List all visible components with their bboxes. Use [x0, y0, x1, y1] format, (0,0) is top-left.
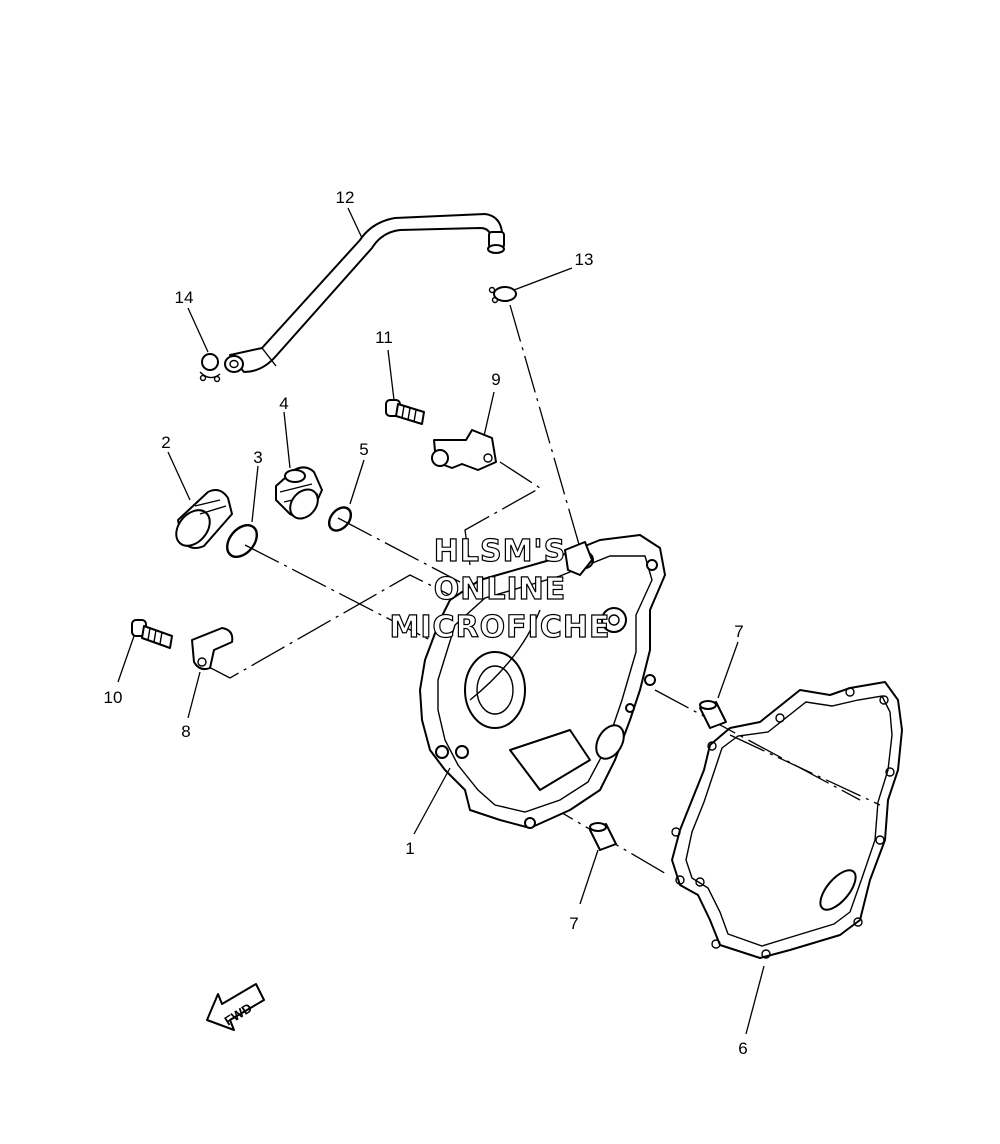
- leader-lines: [117, 207, 765, 1035]
- callout-4: 4: [279, 394, 288, 413]
- callout-5: 5: [359, 440, 368, 459]
- crankcase-cover: [419, 534, 666, 829]
- hose-clip-right: [488, 286, 517, 304]
- callout-numbers: 1 2 3 4 5 6 7 7 8 9 10 11 12 13 14: [104, 188, 748, 1058]
- bolt-upper: [385, 399, 425, 425]
- watermark-line-2: ONLINE: [434, 572, 567, 607]
- plug: [275, 466, 323, 520]
- callout-9: 9: [491, 370, 500, 389]
- fwd-arrow-icon: FWD: [206, 983, 265, 1031]
- dowel-pin-lower: [589, 822, 617, 851]
- watermark: HLSM'S ONLINE MICROFICHE: [389, 533, 611, 645]
- callout-10: 10: [104, 688, 123, 707]
- o-ring-large: [226, 524, 258, 558]
- filler-plug: [175, 489, 233, 549]
- breather-hose: [224, 213, 505, 373]
- callout-1: 1: [405, 839, 414, 858]
- watermark-line-1: HLSM'S: [434, 534, 566, 569]
- bolt-lower: [131, 619, 173, 649]
- o-ring-small: [327, 506, 353, 532]
- callout-14: 14: [175, 288, 194, 307]
- callout-7-upper: 7: [734, 622, 743, 641]
- hose-bracket: [431, 429, 497, 471]
- callout-8: 8: [181, 722, 190, 741]
- callout-3: 3: [253, 448, 262, 467]
- callout-7-lower: 7: [569, 914, 578, 933]
- callout-13: 13: [575, 250, 594, 269]
- hose-clamp: [191, 627, 234, 671]
- callout-2: 2: [161, 433, 170, 452]
- hose-clip-left: [199, 353, 221, 383]
- dowel-pin-upper: [699, 700, 727, 729]
- watermark-line-3: MICROFICHE: [390, 610, 611, 645]
- callout-11: 11: [375, 328, 393, 347]
- cover-gasket: [671, 681, 903, 959]
- callout-6: 6: [738, 1039, 747, 1058]
- callout-12: 12: [336, 188, 355, 207]
